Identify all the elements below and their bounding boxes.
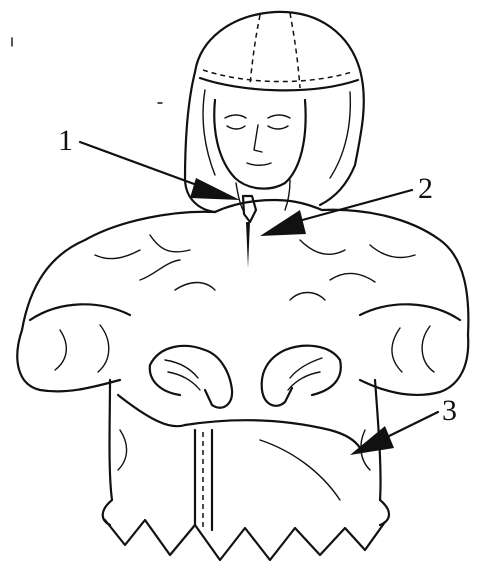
callout-3-arrowhead — [350, 426, 394, 455]
callout-2-arrowhead — [260, 210, 306, 236]
callout-1: 1 — [58, 124, 240, 200]
callout-1-label: 1 — [58, 124, 73, 157]
callout-2-label: 2 — [418, 172, 433, 205]
trouser-waist — [105, 395, 385, 560]
callout-1-arrowhead — [190, 178, 240, 200]
zipper-pull — [246, 222, 250, 268]
callout-3: 3 — [350, 394, 457, 455]
scan-marks — [12, 38, 162, 103]
hands — [150, 346, 341, 408]
jacket — [17, 210, 468, 525]
callout-3-label: 3 — [442, 394, 457, 427]
hood — [185, 12, 364, 212]
